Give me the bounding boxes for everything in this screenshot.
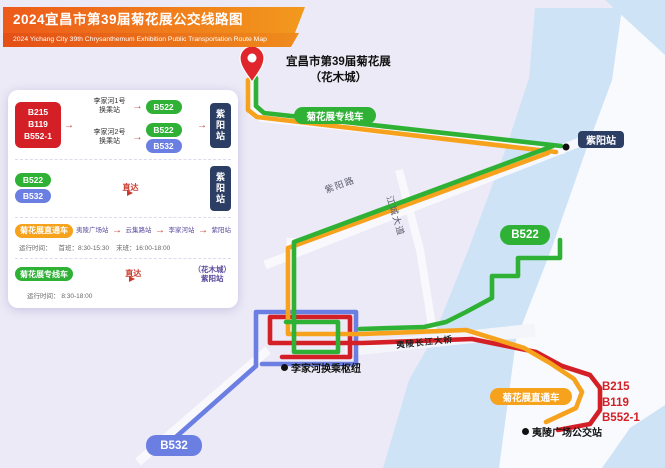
- through-bus-badge: 菊花展直通车: [15, 223, 73, 238]
- arrow-icon: →: [132, 101, 143, 113]
- station-name: 换乘站: [99, 106, 120, 114]
- through-bus-map-badge: 菊花展直通车: [490, 388, 572, 405]
- b522-badge: B522: [145, 99, 182, 114]
- divider: [15, 257, 231, 259]
- river-topright: [605, 0, 665, 55]
- ziyang-station-map-badge: 紫阳站: [578, 131, 624, 148]
- red-lines-map-label: B215 B119 B552-1: [602, 380, 640, 427]
- transfer-station-1: 李家河1号 换乘站: [90, 98, 130, 116]
- direct-arrow: 直达: [56, 182, 205, 196]
- arrow-icon: →: [155, 225, 165, 236]
- red-line-3: B552-1: [24, 131, 52, 142]
- special-line-map-badge: 菊花展专线车: [294, 107, 376, 124]
- times-label: 运行时间：: [19, 244, 52, 252]
- page-subtitle: 2024 Yichang City 39th Chrysanthemum Exh…: [3, 33, 299, 47]
- transfer-group-1: 李家河1号 换乘站 → B522: [77, 98, 194, 116]
- route-special-line-green-to-pin: [253, 75, 564, 149]
- exhibition-subtitle: （花木城）: [309, 71, 368, 84]
- station-name: 夷陵广场公交站: [532, 428, 602, 439]
- route-through-bus-orange: [285, 150, 585, 425]
- b532-badge: B532: [15, 189, 51, 203]
- stop-name: 紫阳站: [211, 226, 232, 234]
- red-lines-badge: B215 B119 B552-1: [15, 102, 61, 149]
- transfer-station-2: 李家河2号 换乘站: [90, 129, 130, 147]
- legend-row-special-line: 菊花展专线车 直达 （花木城） 紫阳站: [15, 265, 231, 285]
- divider: [15, 216, 231, 218]
- exhibition-title: 宜昌市第39届菊花展: [286, 56, 391, 68]
- stop-name: 李家河站: [168, 226, 195, 234]
- exhibition-pin-hole: [247, 53, 257, 63]
- through-bus-stops: 夷陵广场站 → 云集路站 → 李家河站 → 紫阳站: [76, 225, 231, 236]
- lijiahe-hub-label: 李家河换乘枢纽: [281, 360, 361, 375]
- station-name: 李家河2号: [93, 128, 126, 136]
- route-through-bus-orange-to-pin: [245, 77, 559, 155]
- route-b522-green: [357, 237, 563, 332]
- page-title: 2024宜昌市第39届菊花展公交线路图: [3, 7, 305, 33]
- red-line-2: B119: [602, 396, 629, 409]
- hub-name: 李家河换乘枢纽: [291, 364, 361, 375]
- transfer-group-2: 李家河2号 换乘站 → B522 B532: [77, 122, 194, 153]
- special-line-destination: （花木城） 紫阳站: [194, 265, 232, 285]
- red-line-2: B119: [28, 119, 48, 130]
- b522-badge: B522: [145, 122, 182, 137]
- direct-label: 直达: [125, 268, 142, 278]
- b522-map-badge: B522: [500, 225, 550, 245]
- road-jiangcheng: [395, 168, 437, 333]
- station-dot: [281, 364, 288, 371]
- b532-badge: B532: [145, 138, 182, 153]
- special-line-times: 运行时间： 8:30-18:00: [15, 290, 231, 300]
- times-label: 运行时间：: [27, 293, 60, 300]
- legend-row-through-bus: 菊花展直通车 夷陵广场站 → 云集路站 → 李家河站 → 紫阳站 运行时间： 首…: [15, 223, 231, 252]
- arrow-icon: →: [64, 119, 74, 131]
- divider: [15, 158, 231, 160]
- red-line-3: B552-1: [602, 412, 640, 425]
- ziyang-station-dot: [562, 143, 570, 151]
- b532-map-badge: B532: [146, 435, 202, 456]
- red-line-1: B215: [27, 107, 49, 118]
- exhibition-pin-icon: [239, 45, 265, 84]
- arrow-icon: →: [197, 119, 207, 131]
- river-bottomright: [602, 405, 665, 468]
- legend-row-transfer: B215 B119 B552-1 → 李家河1号 换乘站 → B522: [15, 98, 231, 153]
- route-special-line-green: [283, 143, 556, 355]
- through-bus-times: 运行时间： 首班：8:30-15:30 末班：16:00-18:00: [15, 242, 231, 252]
- red-line-1: B215: [602, 381, 630, 393]
- legend-panel: B215 B119 B552-1 → 李家河1号 换乘站 → B522: [8, 90, 238, 308]
- exhibition-site-label: 宜昌市第39届菊花展 （花木城）: [286, 55, 391, 86]
- dest-line-2: 紫阳站: [201, 274, 224, 284]
- dest-line-1: （花木城）: [193, 264, 232, 274]
- stop-name: 云集路站: [125, 226, 152, 234]
- last-bus-time: 末班：16:00-18:00: [116, 244, 171, 252]
- station-name: 换乘站: [99, 137, 120, 145]
- route-b532-blue: [165, 309, 359, 447]
- station-dot: [522, 428, 529, 435]
- ziyang-station-badge: 紫阳站: [210, 102, 231, 148]
- station-name: 李家河1号: [93, 98, 126, 105]
- direct-route-badges: B522 B532: [15, 173, 51, 203]
- arrow-icon: →: [198, 225, 208, 236]
- direct-arrow: 直达: [78, 268, 189, 283]
- yiling-square-label: 夷陵广场公交站: [522, 424, 602, 439]
- stop-name: 夷陵广场站: [76, 226, 109, 234]
- direct-label: 直达: [122, 182, 139, 192]
- legend-row-direct-buses: B522 B532 直达 紫阳站: [15, 165, 231, 211]
- first-bus-time: 首班：8:30-15:30: [58, 244, 110, 252]
- special-line-badge: 菊花展专线车: [15, 267, 73, 282]
- route-red-b215-b119-b552: [267, 314, 603, 433]
- transfer-route-badges: B522 B532: [145, 122, 182, 153]
- arrow-icon: →: [132, 132, 143, 143]
- ziyang-station-badge: 紫阳站: [210, 165, 231, 211]
- b522-badge: B522: [15, 173, 51, 187]
- transfer-groups: 李家河1号 换乘站 → B522 李家河2号 换乘站 → B522: [77, 98, 194, 153]
- arrow-icon: →: [112, 225, 122, 236]
- transfer-route-badges: B522: [145, 99, 182, 114]
- through-bus-route: 菊花展直通车 夷陵广场站 → 云集路站 → 李家河站 → 紫阳站: [15, 223, 231, 238]
- times-value: 8:30-18:00: [61, 293, 93, 300]
